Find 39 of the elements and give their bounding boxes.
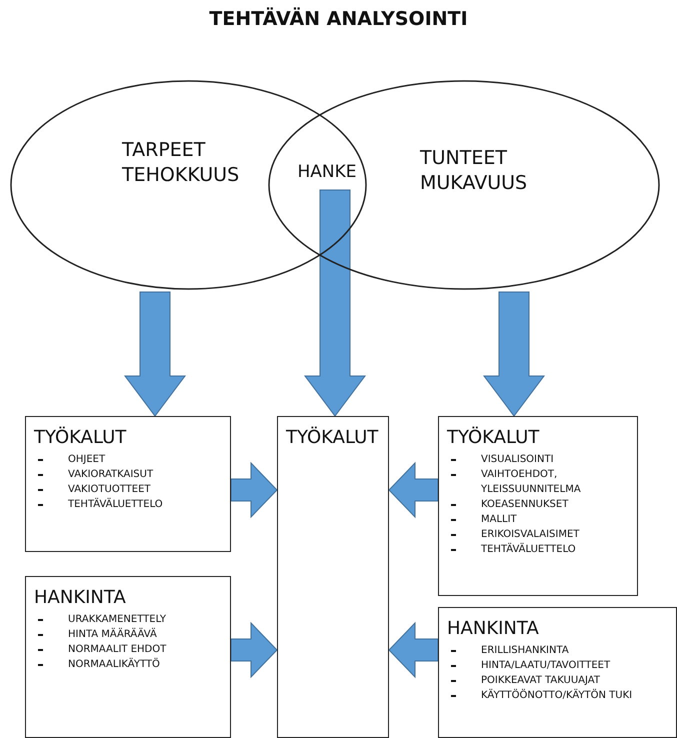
text-box xyxy=(25,416,231,552)
list-item: HINTA/LAATU/TAVOITTEET xyxy=(481,659,610,673)
list-item: TEHTÄVÄLUETTELO xyxy=(68,497,163,512)
list-item: POIKKEAVAT TAKUUAJAT xyxy=(481,674,600,688)
box-heading: TYÖKALUT xyxy=(34,427,128,448)
diagram-title: TEHTÄVÄN ANALYSOINTI xyxy=(208,8,469,30)
list-item: KÄYTTÖÖNOTTO/KÄYTÖN TUKI xyxy=(481,688,632,703)
list-item: VAKIORATKAISUT xyxy=(68,468,154,482)
text-box xyxy=(438,416,638,596)
list-item: VAKIOTUOTTEET xyxy=(68,483,151,497)
list-item: VAIHTOEHDOT, YLEISSUUNNITELMA xyxy=(481,468,582,497)
block-arrow xyxy=(230,462,278,518)
box-heading: HANKINTA xyxy=(34,587,127,608)
text-box xyxy=(277,416,389,738)
block-arrow xyxy=(124,292,186,417)
box-heading: TYÖKALUT xyxy=(286,427,380,448)
list-item: NORMAALIKÄYTTÖ xyxy=(68,657,160,672)
list-item: URAKKAMENETTELY xyxy=(68,613,166,627)
list-item: HINTA MÄÄRÄÄVÄ xyxy=(68,627,157,642)
list-item: TEHTÄVÄLUETTELO xyxy=(481,542,576,557)
block-arrow xyxy=(483,292,545,417)
box-heading: HANKINTA xyxy=(447,618,540,639)
list-item: NORMAALIT EHDOT xyxy=(68,643,166,657)
block-arrow xyxy=(388,622,438,678)
block-arrow xyxy=(388,462,438,518)
text-box xyxy=(438,607,677,738)
list-item: ERILLISHANKINTA xyxy=(481,644,569,658)
list-item: MALLIT xyxy=(481,513,517,527)
circle-label: TUNTEET MUKAVUUS xyxy=(420,146,528,196)
block-arrow xyxy=(230,622,278,678)
block-arrow xyxy=(304,190,366,417)
text-box xyxy=(25,576,231,738)
list-item: OHJEET xyxy=(68,453,106,467)
circle-label: HANKE xyxy=(296,161,358,184)
circle-label: TARPEET TEHOKKUUS xyxy=(122,138,240,188)
list-item: KOEASENNUKSET xyxy=(481,498,568,512)
list-item: VISUALISOINTI xyxy=(481,453,554,467)
list-item: ERIKOISVALAISIMET xyxy=(481,528,580,542)
box-heading: TYÖKALUT xyxy=(447,427,540,448)
